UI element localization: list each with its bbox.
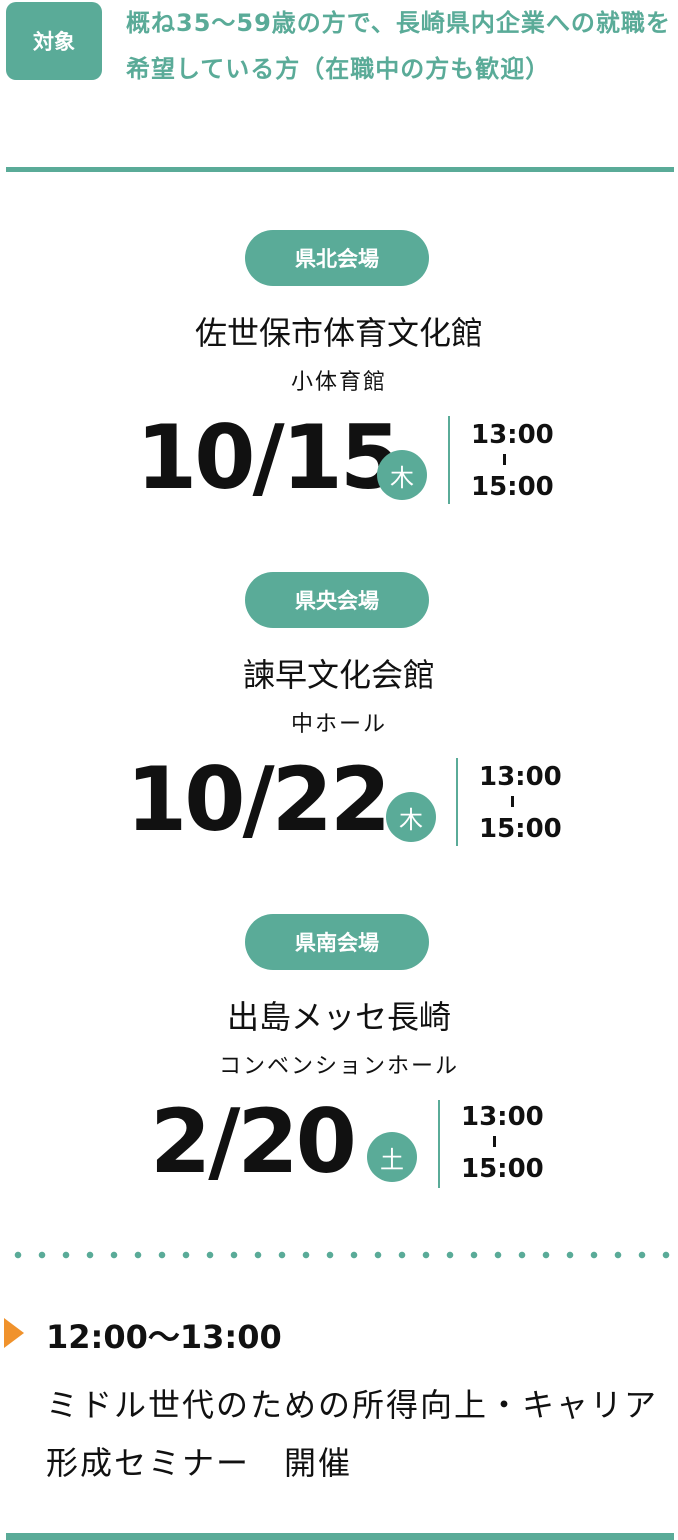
top-divider: [6, 167, 674, 172]
venue-area-badge: 県北会場: [245, 230, 429, 286]
seminar-description: ミドル世代のための所得向上・キャリア形成セミナー 開催: [46, 1386, 659, 1482]
start-time: 13:00: [461, 1102, 544, 1132]
weekday-badge: 木: [377, 450, 427, 500]
venue-date: 2/20: [150, 1090, 357, 1193]
end-time: 15:00: [461, 1154, 544, 1184]
time-range-mark: [493, 1136, 496, 1147]
weekday-badge: 土: [367, 1132, 417, 1182]
venue-area-badge: 県央会場: [245, 572, 429, 628]
bottom-divider: [6, 1533, 674, 1540]
target-audience-section: 対象 概ね35〜59歳の方で、長崎県内企業への就職を希望している方（在職中の方も…: [0, 0, 678, 170]
start-time: 13:00: [471, 420, 554, 450]
end-time: 15:00: [471, 472, 554, 502]
venue-central: 県央会場 諫早文化会館 中ホール 10/22 木 13:00 15:00: [0, 572, 678, 872]
dotted-divider: [6, 1251, 678, 1259]
venue-date: 10/15: [136, 406, 401, 509]
venue-name: 佐世保市体育文化館: [194, 314, 483, 352]
triangle-arrow-icon: [4, 1318, 24, 1348]
time-divider: [456, 758, 458, 846]
target-badge: 対象: [6, 2, 102, 80]
end-time: 15:00: [479, 814, 562, 844]
venue-name: 出島メッセ長崎: [226, 998, 451, 1036]
seminar-time: 12:00〜13:00: [46, 1318, 282, 1356]
time-range-mark: [511, 796, 514, 807]
time-divider: [448, 416, 450, 504]
venue-area-badge: 県南会場: [245, 914, 429, 970]
time-range-mark: [503, 454, 506, 465]
venue-hall: コンベンションホール: [218, 1054, 459, 1079]
venue-hall: 中ホール: [290, 712, 387, 737]
venue-south: 県南会場 出島メッセ長崎 コンベンションホール 2/20 土 13:00 15:…: [0, 914, 678, 1214]
weekday-badge: 木: [386, 792, 436, 842]
venue-name: 諫早文化会館: [242, 656, 435, 694]
time-divider: [438, 1100, 440, 1188]
target-description: 概ね35〜59歳の方で、長崎県内企業への就職を希望している方（在職中の方も歓迎）: [126, 9, 671, 83]
venue-date: 10/22: [126, 748, 391, 851]
start-time: 13:00: [479, 762, 562, 792]
venue-north: 県北会場 佐世保市体育文化館 小体育館 10/15 木 13:00 15:00: [0, 230, 678, 530]
venue-hall: 小体育館: [290, 370, 387, 395]
